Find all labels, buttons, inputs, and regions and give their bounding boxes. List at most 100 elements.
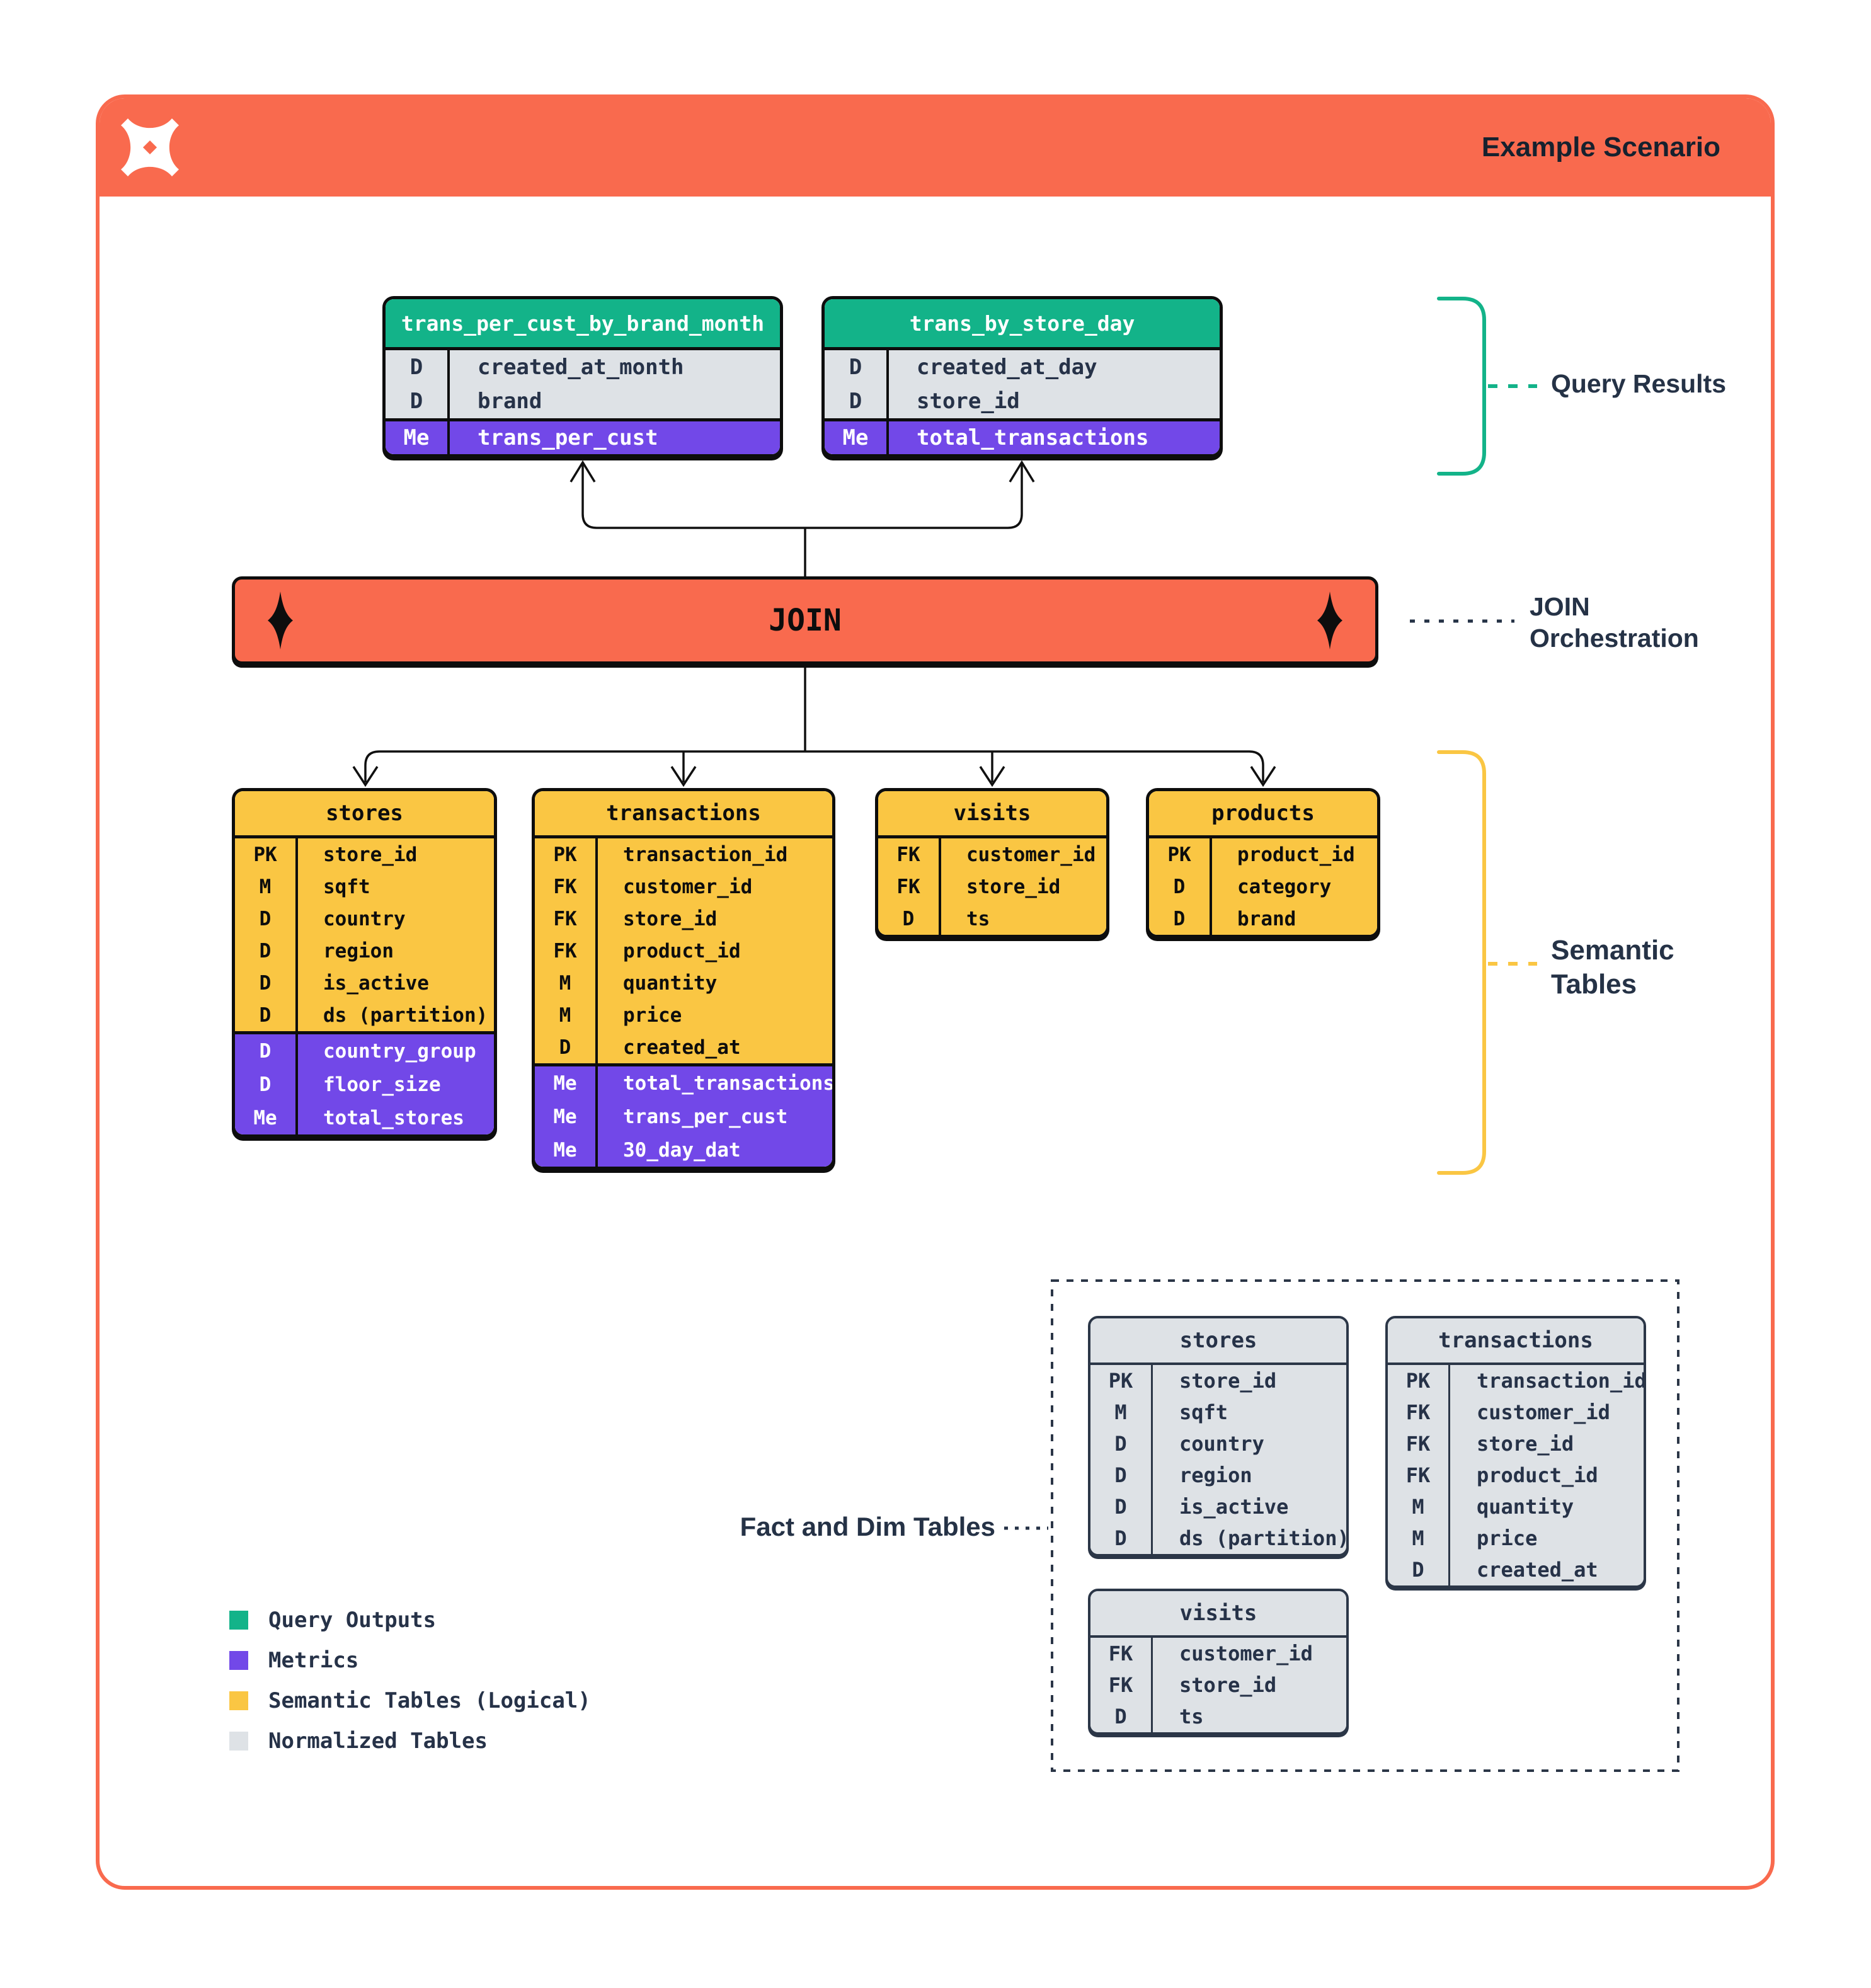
field-badge: M [535, 999, 598, 1031]
field-name: product_id [1237, 843, 1355, 866]
field-name: created_at_day [917, 355, 1097, 380]
field-badge: D [1090, 1491, 1153, 1522]
field-badge: D [386, 384, 450, 418]
field-name: customer_id [1179, 1642, 1313, 1665]
field-badge: FK [1090, 1669, 1153, 1701]
field-badge: FK [878, 838, 941, 871]
field-badge: Me [535, 1133, 598, 1167]
field-name: transaction_id [623, 843, 788, 866]
table-row: PK transaction_id [535, 838, 832, 871]
gray-swatch-icon [229, 1732, 248, 1751]
legend-label: Query Outputs [268, 1608, 437, 1633]
purple-swatch-icon [229, 1651, 248, 1670]
field-badge: FK [535, 903, 598, 935]
legend-label: Metrics [268, 1648, 359, 1673]
field-badge: FK [1388, 1460, 1450, 1491]
field-name: price [623, 1003, 682, 1027]
field-badge: Me [235, 1101, 298, 1134]
field-badge: FK [1388, 1428, 1450, 1460]
semantic-tables-label: Semantic Tables [1551, 935, 1674, 1000]
field-name: trans_per_cust [623, 1105, 788, 1128]
field-badge: PK [1090, 1365, 1153, 1397]
field-badge: D [235, 935, 298, 967]
yellow-swatch-icon [229, 1691, 248, 1710]
field-badge: M [1388, 1522, 1450, 1554]
field-name: price [1477, 1526, 1538, 1550]
field-name: customer_id [966, 843, 1096, 866]
field-name: total_transactions [623, 1071, 835, 1095]
field-badge: FK [535, 935, 598, 967]
field-name: product_id [623, 939, 741, 963]
field-name: trans_per_cust [478, 425, 658, 450]
field-name: store_id [917, 389, 1020, 414]
field-badge: FK [535, 871, 598, 903]
field-badge: D [235, 999, 298, 1031]
table-title: transactions [1388, 1318, 1644, 1365]
field-name: sqft [1179, 1400, 1228, 1424]
field-badge: D [825, 384, 889, 418]
field-name: floor_size [323, 1073, 441, 1096]
field-badge: D [235, 903, 298, 935]
field-badge: D [235, 967, 298, 999]
table-row: FK product_id [535, 935, 832, 967]
field-badge: M [535, 967, 598, 999]
table-title: products [1149, 791, 1377, 838]
field-badge: D [825, 350, 889, 384]
table-title: trans_per_cust_by_brand_month [386, 299, 780, 350]
fact-dim-tables-label: Fact and Dim Tables [740, 1512, 995, 1541]
field-name: brand [478, 389, 542, 414]
field-badge: D [878, 903, 941, 935]
table-row: Me 30_day_dat [535, 1133, 832, 1167]
table-title: stores [235, 791, 494, 838]
field-badge: PK [1149, 838, 1212, 871]
legend-item: Semantic Tables (Logical) [229, 1681, 591, 1721]
green-swatch-icon [229, 1611, 248, 1630]
legend-label: Normalized Tables [268, 1728, 488, 1754]
field-name: region [323, 939, 394, 963]
field-name: ts [1179, 1705, 1204, 1728]
field-name: customer_id [1477, 1400, 1610, 1424]
field-name: category [1237, 875, 1332, 898]
semantic-tables-bracket [1437, 750, 1537, 1175]
field-name: created_at [623, 1036, 741, 1059]
field-name: 30_day_dat [623, 1138, 741, 1162]
field-badge: D [1149, 903, 1212, 935]
table-row: FK customer_id [878, 838, 1106, 871]
field-badge: M [1388, 1491, 1450, 1522]
query-results-bracket [1437, 297, 1537, 476]
field-name: brand [1237, 907, 1296, 930]
field-badge: PK [535, 838, 598, 871]
field-name: store_id [323, 843, 418, 866]
field-name: store_id [966, 875, 1061, 898]
field-badge: Me [535, 1066, 598, 1100]
join-to-results-connector [569, 460, 1035, 576]
field-name: country_group [323, 1039, 476, 1063]
